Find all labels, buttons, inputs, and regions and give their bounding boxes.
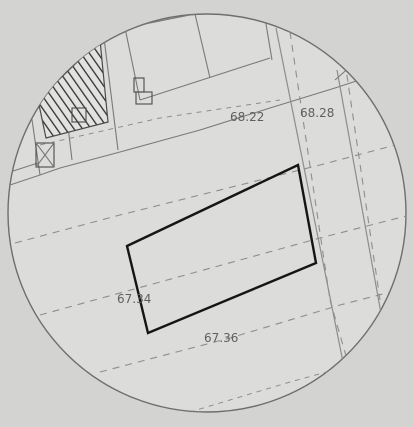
notch-cross: [35, 142, 55, 168]
building-notch: [135, 91, 153, 105]
dashed-contour: [14, 139, 406, 244]
dashed-contour: [99, 285, 406, 373]
elevation-label-south: 67.36: [204, 331, 238, 345]
land-plot-outline: [125, 163, 318, 335]
road-edge: [275, 27, 346, 373]
building-wall: [139, 57, 271, 101]
building-wall: [103, 37, 119, 151]
building-notch: [71, 107, 87, 123]
road-dashed-line: [344, 61, 381, 301]
building-front-line: [9, 61, 406, 186]
dashed-contour: [39, 99, 281, 146]
elevation-label-northeast: 68.28: [300, 106, 334, 120]
road-edge: [336, 69, 385, 331]
elevation-label-northwest: 68.22: [230, 110, 264, 124]
building-wall: [264, 17, 273, 61]
building-wall: [194, 14, 211, 79]
elevation-label-west: 67.34: [117, 292, 151, 306]
building-wall: [124, 27, 141, 101]
road-dashed-line: [289, 31, 331, 301]
dashed-contour: [39, 213, 406, 316]
building-notch: [35, 142, 55, 168]
building-back-line: [9, 162, 39, 173]
